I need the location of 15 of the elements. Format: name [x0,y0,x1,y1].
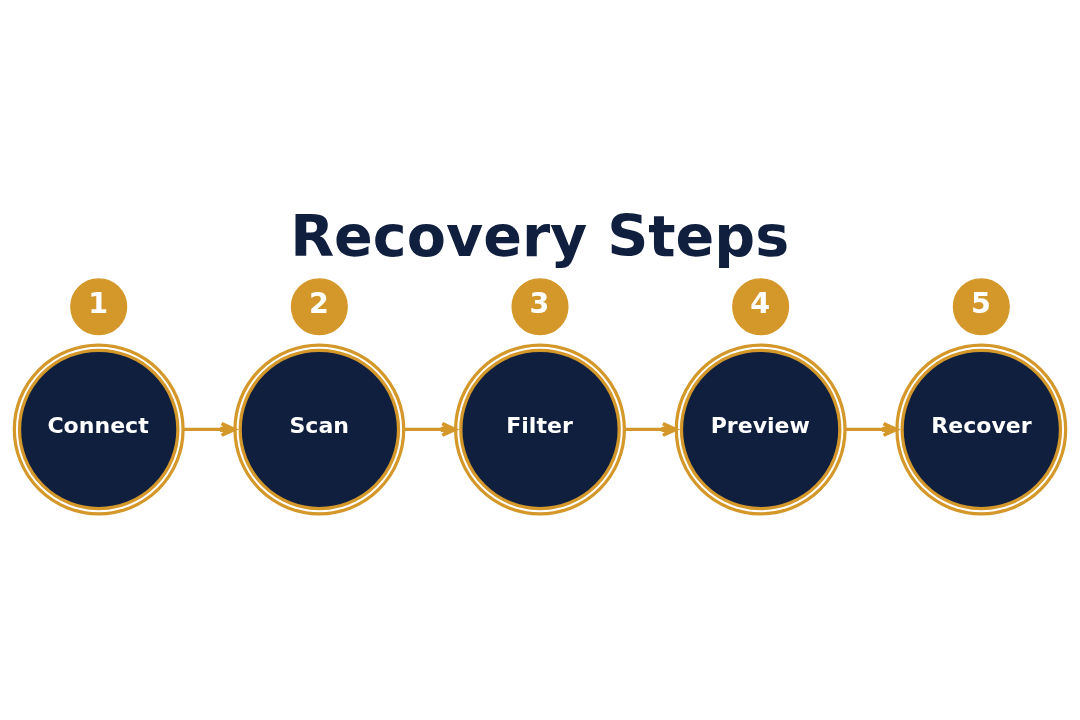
node-circle: Scan [233,343,406,516]
node-circle: 1 [70,278,128,336]
diagram-title: Recovery Steps [290,202,790,269]
node-circle: Recover [895,343,1068,516]
arrow [183,422,237,437]
node-circle: 3 [511,278,569,336]
node-circle: Preview [674,343,847,516]
node-circle: Filter [454,343,626,516]
arrow [624,422,678,437]
node-circle: 5 [952,278,1010,336]
arrow [403,422,458,437]
node-circle: Connect [12,343,185,516]
arrow [845,422,899,437]
node-circle: 4 [732,278,790,336]
node-circle: 2 [290,278,348,336]
